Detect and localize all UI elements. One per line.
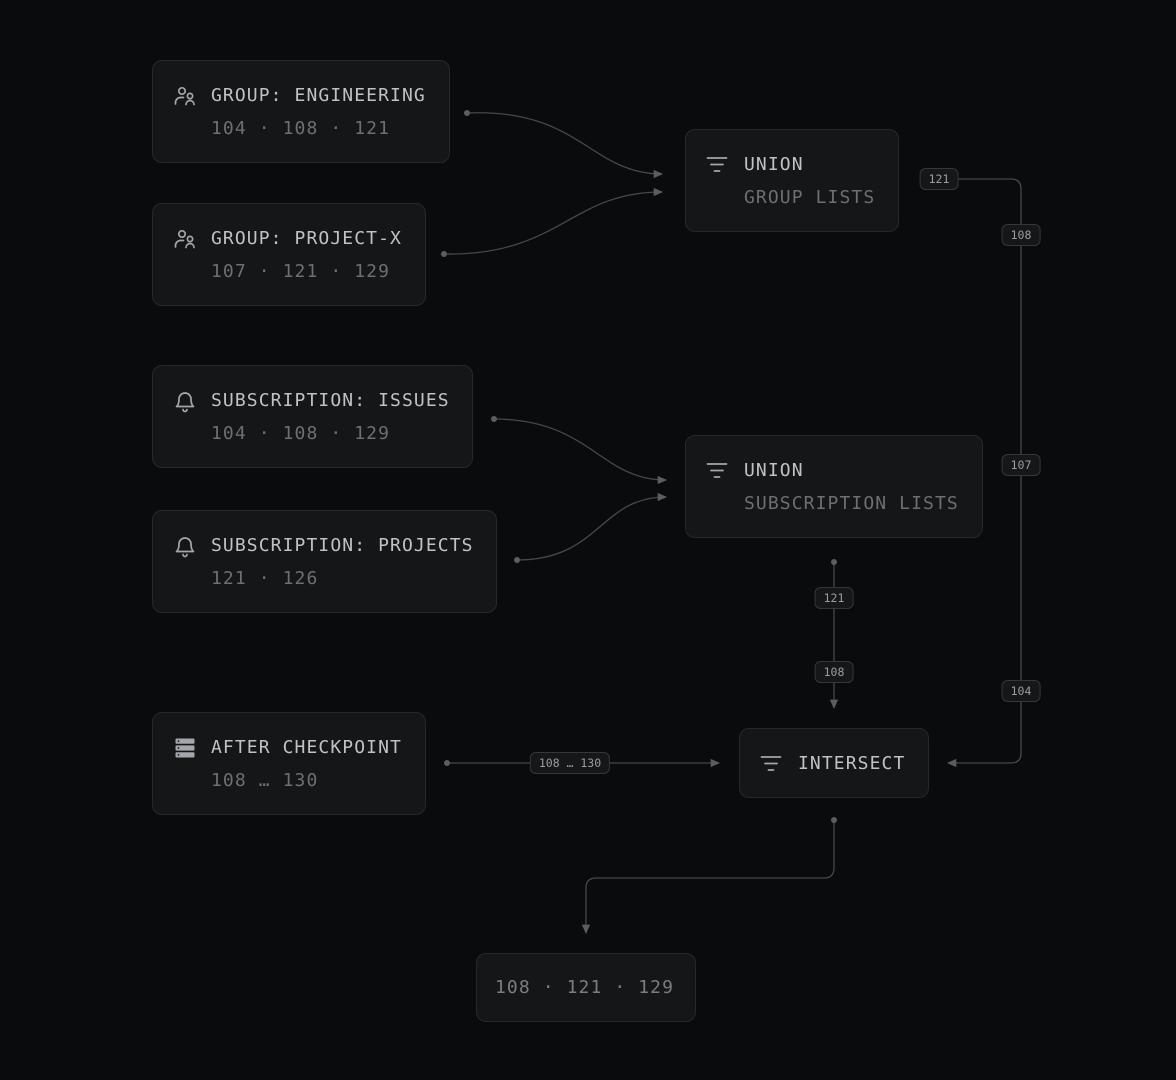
node-group-engineering[interactable]: GROUP: ENGINEERING 104 · 108 · 121 <box>152 60 450 163</box>
node-subscription-issues[interactable]: SUBSCRIPTION: ISSUES 104 · 108 · 129 <box>152 365 473 468</box>
node-title: SUBSCRIPTION: PROJECTS <box>211 535 474 556</box>
bell-icon <box>173 534 197 558</box>
edge-label: 108 <box>814 661 854 683</box>
edge-label: 108 … 130 <box>529 752 611 774</box>
edge-start-dot <box>441 251 447 257</box>
node-title: GROUP: PROJECT-X <box>211 228 402 249</box>
node-title: INTERSECT <box>798 753 906 774</box>
node-intersect[interactable]: INTERSECT <box>739 728 929 798</box>
filter-icon <box>705 459 729 483</box>
edge-sub-issues-to-union <box>493 418 668 485</box>
filter-icon <box>759 752 783 776</box>
edge-start-dot <box>831 559 837 565</box>
edge-start-dot <box>464 110 470 116</box>
users-icon <box>173 84 197 108</box>
edge-start-dot <box>444 760 450 766</box>
node-title: AFTER CHECKPOINT <box>211 737 402 758</box>
node-after-checkpoint[interactable]: AFTER CHECKPOINT 108 … 130 <box>152 712 426 815</box>
edge-group-engineering-to-union <box>466 112 664 179</box>
node-union-group-lists[interactable]: UNION GROUP LISTS <box>685 129 899 232</box>
edge-intersect-to-result <box>581 820 835 935</box>
node-group-project-x[interactable]: GROUP: PROJECT-X 107 · 121 · 129 <box>152 203 426 306</box>
edge-group-projectx-to-union <box>443 187 664 255</box>
node-subtitle: GROUP LISTS <box>744 187 876 208</box>
node-union-subscription-lists[interactable]: UNION SUBSCRIPTION LISTS <box>685 435 983 538</box>
database-icon <box>173 736 197 760</box>
users-icon <box>173 227 197 251</box>
node-title: UNION <box>744 460 804 481</box>
edge-sub-projects-to-union <box>516 492 668 561</box>
node-values: 104 · 108 · 121 <box>211 118 391 139</box>
node-subscription-projects[interactable]: SUBSCRIPTION: PROJECTS 121 · 126 <box>152 510 497 613</box>
edge-label: 104 <box>1001 680 1041 702</box>
node-subtitle: SUBSCRIPTION LISTS <box>744 493 959 514</box>
edge-start-dot <box>514 557 520 563</box>
node-title: GROUP: ENGINEERING <box>211 85 426 106</box>
node-result[interactable]: 108 · 121 · 129 <box>476 953 696 1022</box>
edge-label: 108 <box>1001 224 1041 246</box>
node-values: 121 · 126 <box>211 568 319 589</box>
result-values: 108 · 121 · 129 <box>495 977 675 998</box>
node-values: 104 · 108 · 129 <box>211 423 391 444</box>
node-title: SUBSCRIPTION: ISSUES <box>211 390 450 411</box>
node-values: 107 · 121 · 129 <box>211 261 391 282</box>
node-values: 108 … 130 <box>211 770 319 791</box>
edge-label: 121 <box>919 168 959 190</box>
filter-icon <box>705 153 729 177</box>
edge-start-dot <box>831 817 837 823</box>
node-title: UNION <box>744 154 804 175</box>
edge-label: 121 <box>814 587 854 609</box>
edge-label: 107 <box>1001 454 1041 476</box>
edge-start-dot <box>491 416 497 422</box>
bell-icon <box>173 389 197 413</box>
